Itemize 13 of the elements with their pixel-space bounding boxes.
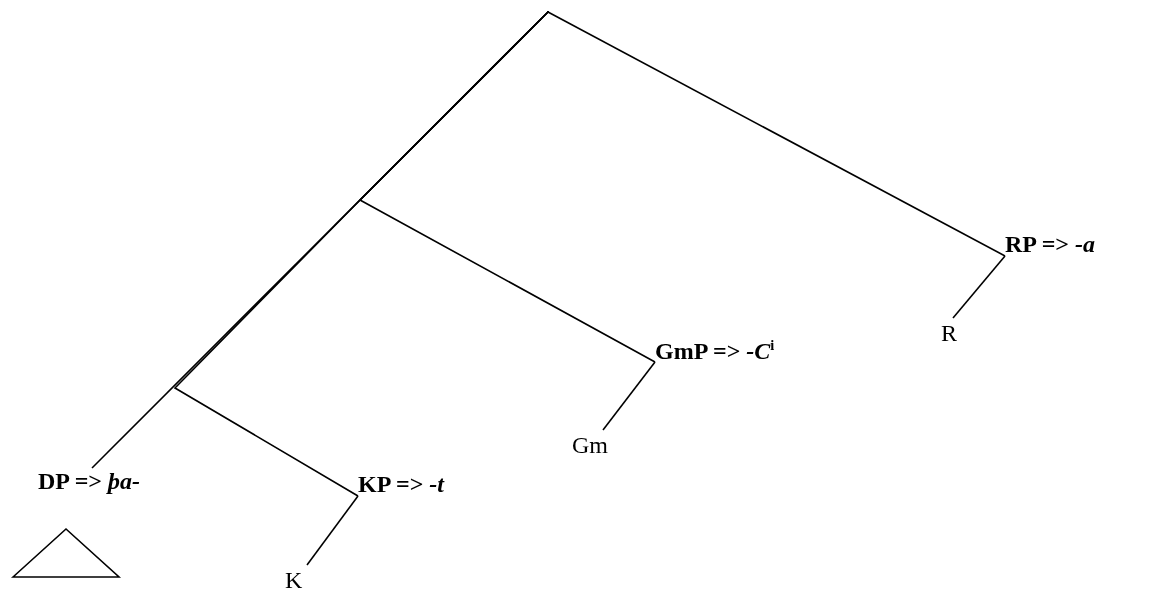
phrase-label: GmP => -C$^{i}$: [655, 338, 775, 364]
head-label: R: [941, 320, 957, 346]
phrase-label: KP => -t: [358, 471, 445, 497]
triangle-symbol: [12, 528, 120, 578]
tree-branch-line: [602, 361, 656, 431]
head-label: K: [285, 567, 303, 593]
tree-branch-line: [306, 495, 359, 566]
tree-branch-line: [91, 11, 549, 469]
head-label: Gm: [572, 432, 608, 458]
tree-branch-line: [547, 11, 1006, 257]
tree-branch-line: [952, 255, 1006, 319]
phrase-label: RP => -a: [1005, 231, 1096, 257]
phrase-label: DP => þa-: [38, 468, 141, 494]
